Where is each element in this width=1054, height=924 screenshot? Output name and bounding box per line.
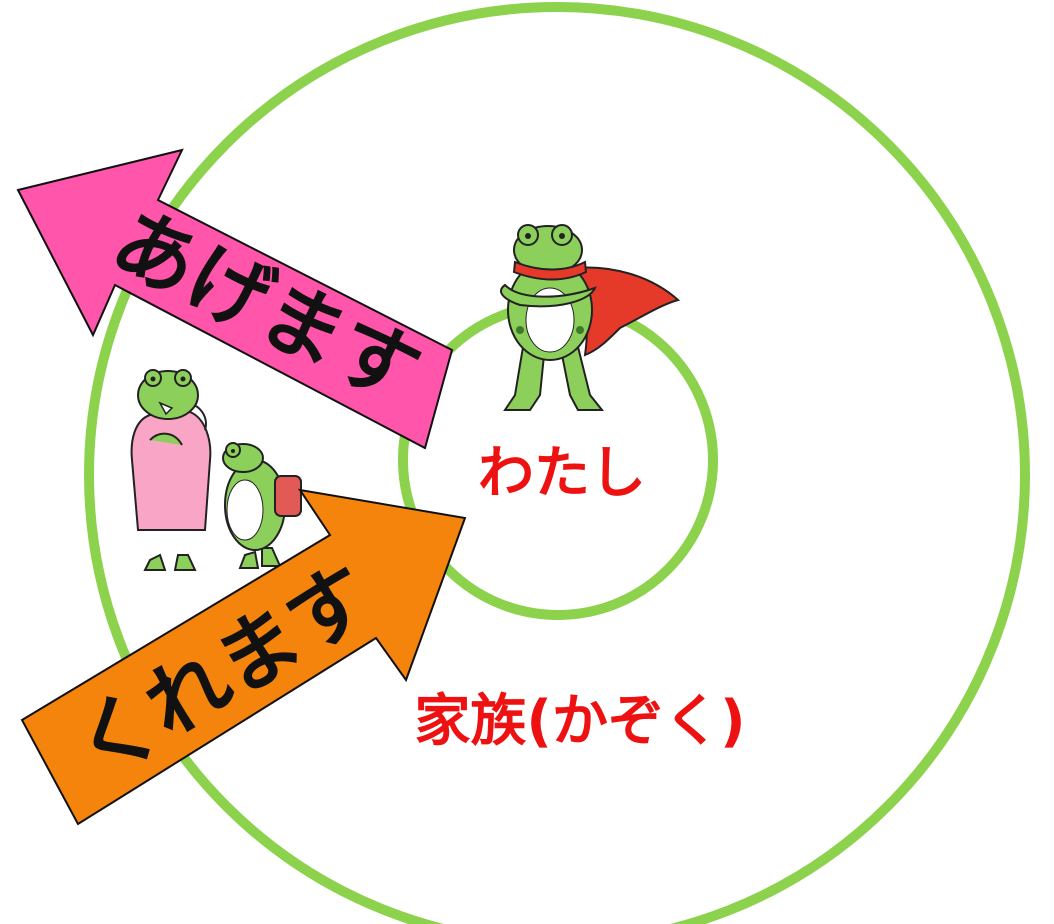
receive-arrow-shape [20, 488, 467, 826]
outer-family-label: 家族(かぞく) [414, 689, 745, 754]
caped-frog-icon [500, 224, 681, 411]
give-arrow: あげます [16, 148, 454, 450]
give-arrow-shape [16, 148, 454, 450]
center-self-label: わたし [478, 441, 646, 506]
frog-in-pink-dress-icon [130, 369, 212, 571]
outer-family-circle [84, 2, 1030, 924]
frog-with-backpack-icon [222, 442, 302, 569]
